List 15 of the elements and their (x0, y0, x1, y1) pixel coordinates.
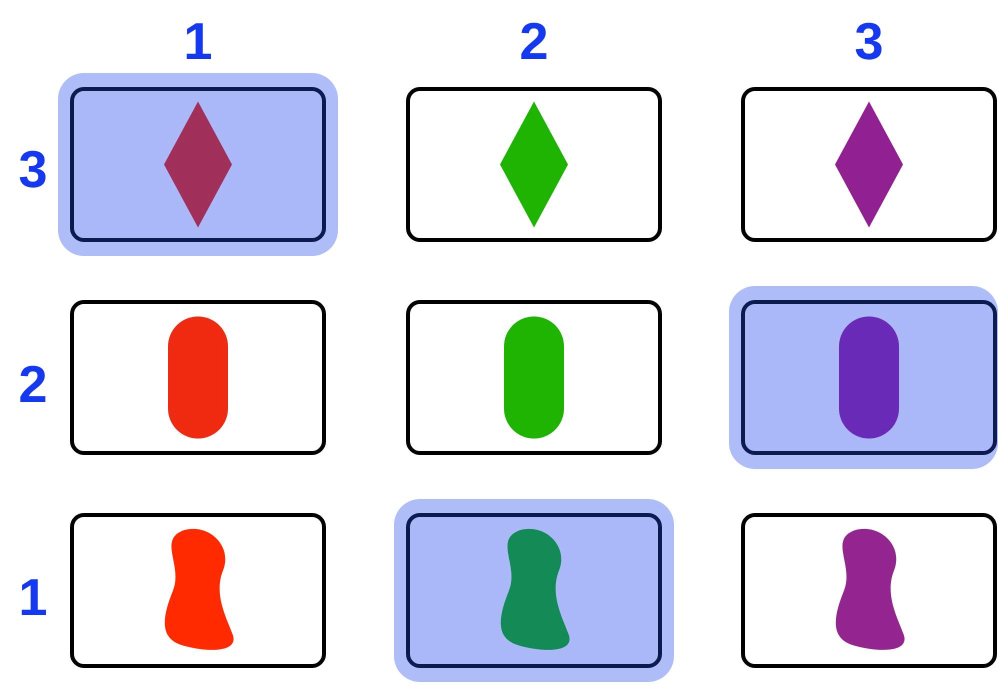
column-number: 1 (184, 16, 212, 68)
card-drawing (741, 87, 997, 242)
card-drawing (741, 300, 997, 455)
card-drawing (70, 513, 326, 668)
column-number: 3 (854, 16, 884, 68)
card-drawing (406, 300, 662, 455)
row-number: 3 (18, 144, 48, 196)
column-number: 2 (520, 16, 548, 68)
card-drawing (406, 513, 662, 668)
card-drawing (741, 513, 997, 668)
card-drawing (406, 87, 662, 242)
row-number: 2 (18, 359, 48, 411)
row-number: 1 (18, 572, 48, 624)
card-drawing (70, 87, 326, 242)
card-drawing (70, 300, 326, 455)
